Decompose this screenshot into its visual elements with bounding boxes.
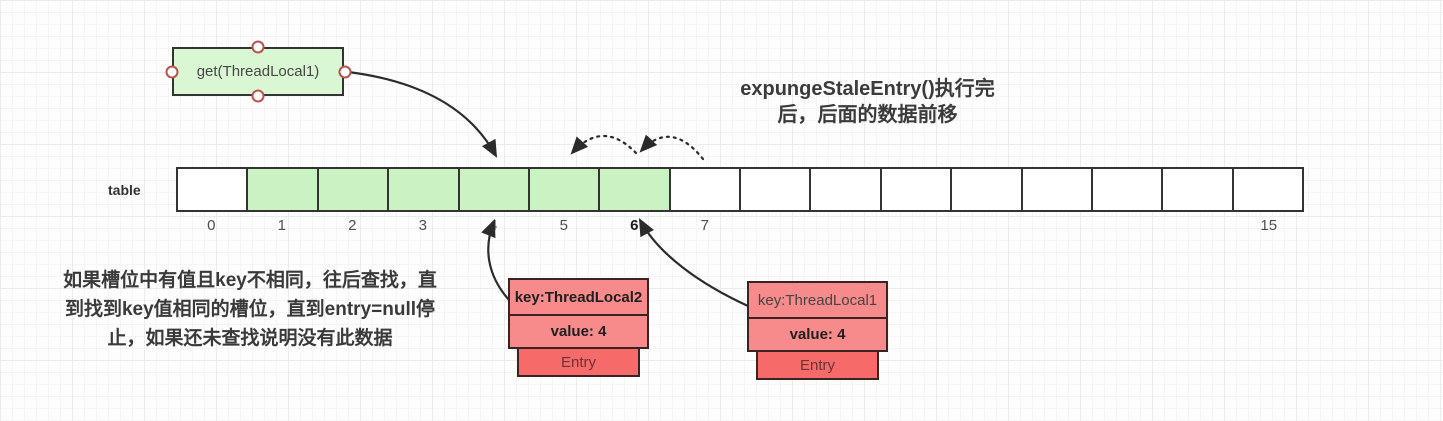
- table-index-3: 3: [418, 217, 427, 234]
- table-cell-12: [1022, 169, 1093, 210]
- table-index-0: 0: [207, 217, 216, 234]
- table-cell-1: [248, 169, 319, 210]
- table-index-1: 1: [277, 217, 286, 234]
- table-cells: [176, 167, 1304, 212]
- diagram-title: expungeStaleEntry()执行完 后，后面的数据前移: [695, 76, 1040, 128]
- table-index-14: [1163, 217, 1234, 237]
- table-cell-2: [318, 169, 390, 210]
- table-cell-15: [1233, 169, 1302, 210]
- table-cell-7: [670, 169, 741, 210]
- table-cell-4: [459, 169, 530, 210]
- table-cell-3: [389, 169, 460, 210]
- table-index-8: [740, 217, 811, 237]
- table-index-2: 2: [348, 217, 357, 234]
- table-cell-0: [178, 169, 249, 210]
- table-index-labels: 0 1 2 3 4 5 6 7 15: [176, 217, 1304, 237]
- table-index-13: [1093, 217, 1164, 237]
- table-index-4: 4: [489, 217, 498, 234]
- table-cell-11: [952, 169, 1023, 210]
- diagram-title-line1: expungeStaleEntry()执行完: [740, 78, 995, 100]
- entry-tag-threadlocal2: Entry: [517, 347, 640, 377]
- entry-value-threadlocal2: value: 4: [508, 314, 649, 349]
- table-index-7: 7: [700, 217, 709, 234]
- table-cell-14: [1163, 169, 1234, 210]
- table-index-11: [952, 217, 1023, 237]
- shift-arc-6-to-5: [570, 134, 638, 155]
- entry-value-threadlocal1: value: 4: [747, 317, 888, 352]
- table-cell-10: [881, 169, 953, 210]
- table-index-15: 15: [1260, 217, 1278, 234]
- diagram-title-line2: 后，后面的数据前移: [777, 104, 958, 126]
- table-cell-13: [1092, 169, 1164, 210]
- table-cell-8: [741, 169, 812, 210]
- note-line-3: 止，如果还未查找说明没有此数据: [107, 328, 393, 349]
- entry-box-threadlocal1[interactable]: key:ThreadLocal1 value: 4 Entry: [747, 281, 888, 380]
- table-cell-6: [600, 169, 671, 210]
- table-index-10: [881, 217, 952, 237]
- entry-key-threadlocal1: key:ThreadLocal1: [747, 281, 888, 319]
- get-threadlocal1-node[interactable]: get(ThreadLocal1): [172, 47, 344, 96]
- note-line-2: 到找到key值相同的槽位，直到entry=null停: [64, 299, 436, 320]
- table-cell-9: [811, 169, 882, 210]
- arrow-get-to-slot4: [347, 70, 498, 158]
- entry-key-threadlocal2: key:ThreadLocal2: [508, 278, 649, 316]
- table-index-6: 6: [630, 217, 639, 234]
- entry-box-threadlocal2[interactable]: key:ThreadLocal2 value: 4 Entry: [508, 278, 649, 377]
- table-index-12: [1022, 217, 1093, 237]
- table-index-5: 5: [559, 217, 568, 234]
- table-label: table: [108, 182, 141, 198]
- entry-tag-threadlocal1: Entry: [756, 350, 879, 380]
- table-index-9: [811, 217, 882, 237]
- note-paragraph: 如果槽位中有值且key不相同，往后查找，直 到找到key值相同的槽位，直到ent…: [30, 266, 470, 353]
- table-cell-5: [529, 169, 601, 210]
- note-line-1: 如果槽位中有值且key不相同，往后查找，直: [63, 270, 437, 291]
- get-threadlocal1-label: get(ThreadLocal1): [196, 63, 320, 80]
- shift-arc-7-to-6: [639, 134, 705, 161]
